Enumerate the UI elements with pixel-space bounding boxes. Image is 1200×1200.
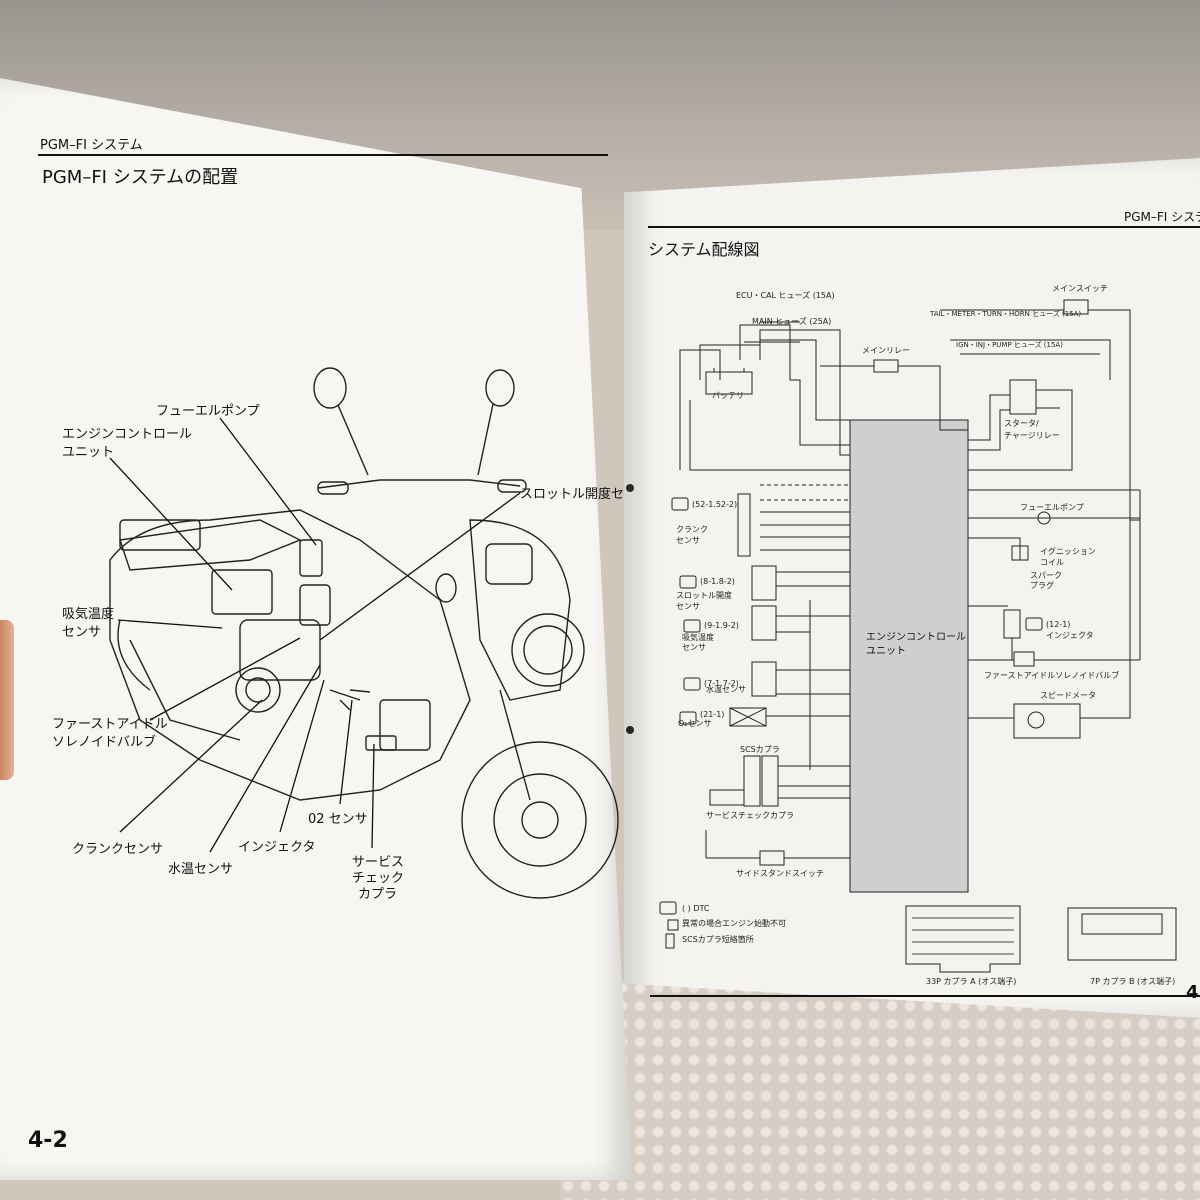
label-crank-2: センサ	[676, 536, 700, 545]
label-main-switch: メインスイッチ	[1052, 284, 1108, 293]
binder-hole	[626, 484, 634, 492]
label-scs-1: サービス	[352, 855, 405, 870]
label-water-temp-wd: 水温センサ	[706, 685, 746, 694]
label-ign-inj-fuse: IGN・INJ・PUMP ヒューズ (15A)	[956, 341, 1063, 349]
right-running-header: PGM–FI システ	[1124, 210, 1200, 224]
label-fast-idle-2: ソレノイドバルブ	[52, 735, 157, 750]
label-spark-plug-2: プラグ	[1030, 581, 1054, 590]
label-throttle-sensor: スロットル開度センサ	[520, 487, 651, 502]
label-ign-coil-2: コイル	[1040, 558, 1064, 567]
label-main-relay: メインリレー	[862, 346, 910, 355]
label-iat-2: センサ	[62, 625, 102, 640]
label-tail-meter-fuse: TAIL・METER・TURN・HORN ヒューズ (15A)	[930, 310, 1082, 318]
right-page-title: システム配線図	[648, 240, 760, 259]
left-page-number: 4-2	[28, 1128, 68, 1153]
label-iat-1: 吸気温度	[62, 607, 115, 622]
left-running-header: PGM–FI システム	[40, 138, 143, 153]
label-spark-plug-1: スパーク	[1030, 571, 1062, 580]
label-water-temp: 水温センサ	[168, 862, 234, 877]
footer-rule	[650, 995, 1200, 997]
legend-scs: SCSカプラ短絡箇所	[682, 935, 754, 944]
label-scs-2: チェック	[352, 871, 405, 886]
header-rule	[648, 226, 1200, 228]
label-ecu-1-wd: エンジンコントロール	[866, 632, 966, 643]
label-throttle-2: センサ	[676, 602, 700, 611]
left-page	[0, 78, 632, 1180]
label-starter-relay-1: スタータ/	[1004, 419, 1039, 428]
label-scs-3: カプラ	[358, 887, 398, 902]
label-injector: インジェクタ	[238, 840, 316, 855]
label-crank-sensor: クランクセンサ	[72, 842, 164, 857]
dtc-code: (21-1)	[700, 710, 725, 719]
dtc-code: (7-1.7-2)	[704, 679, 739, 688]
label-fast-idle-1: ファーストアイドル	[52, 717, 168, 732]
label-starter-relay-2: チャージリレー	[1004, 431, 1060, 440]
label-coupler-b: 7P カプラ B (オス端子)	[1090, 977, 1176, 986]
dtc-code: (9-1.9-2)	[704, 621, 739, 630]
left-page-title: PGM–FI システムの配置	[42, 167, 239, 188]
label-injector-wd: インジェクタ	[1046, 631, 1094, 640]
label-o2-wd: O₂センサ	[678, 719, 712, 728]
legend-dtc: ( ) DTC	[682, 904, 710, 913]
label-o2-sensor: 02 センサ	[308, 812, 368, 827]
label-throttle-1: スロットル開度	[676, 591, 732, 600]
dtc-code: (52-1.52-2)	[692, 500, 738, 509]
right-page-number: 4	[1186, 982, 1199, 1003]
dtc-code: (12-1)	[1046, 620, 1071, 629]
label-scs-coupler: SCSカプラ	[740, 745, 780, 754]
label-ecu-2-wd: ユニット	[866, 646, 906, 657]
legend-no-start: 異常の場合エンジン始動不可	[682, 919, 786, 928]
dtc-code: (8-1.8-2)	[700, 577, 735, 586]
label-side-stand: サイドスタンドスイッチ	[736, 869, 824, 878]
label-main-fuse: MAIN ヒューズ (25A)	[752, 317, 832, 326]
label-iat-1-wd: 吸気温度	[682, 633, 714, 642]
label-service-check: サービスチェックカプラ	[706, 811, 794, 820]
header-rule	[38, 154, 608, 156]
label-coupler-a: 33P カプラ A (オス端子)	[926, 977, 1017, 986]
label-battery: バッテリ	[712, 391, 744, 400]
thumb	[0, 620, 14, 780]
label-ecu-cal-fuse: ECU・CAL ヒューズ (15A)	[736, 291, 835, 300]
bubble-wrap-background	[560, 980, 1200, 1200]
label-fuel-pump: フューエルポンプ	[156, 404, 260, 419]
label-ecu-1: エンジンコントロール	[62, 427, 193, 442]
label-ecu-2: ユニット	[62, 445, 115, 460]
label-fuel-pump-wd: フューエルポンプ	[1020, 503, 1084, 512]
label-speedometer: スピードメータ	[1040, 691, 1096, 700]
label-crank-1: クランク	[676, 525, 708, 534]
label-ign-coil-1: イグニッション	[1040, 547, 1096, 556]
label-iat-2-wd: センサ	[682, 643, 706, 652]
binder-hole	[626, 726, 634, 734]
label-fast-idle-wd: ファーストアイドルソレノイドバルブ	[984, 671, 1120, 680]
